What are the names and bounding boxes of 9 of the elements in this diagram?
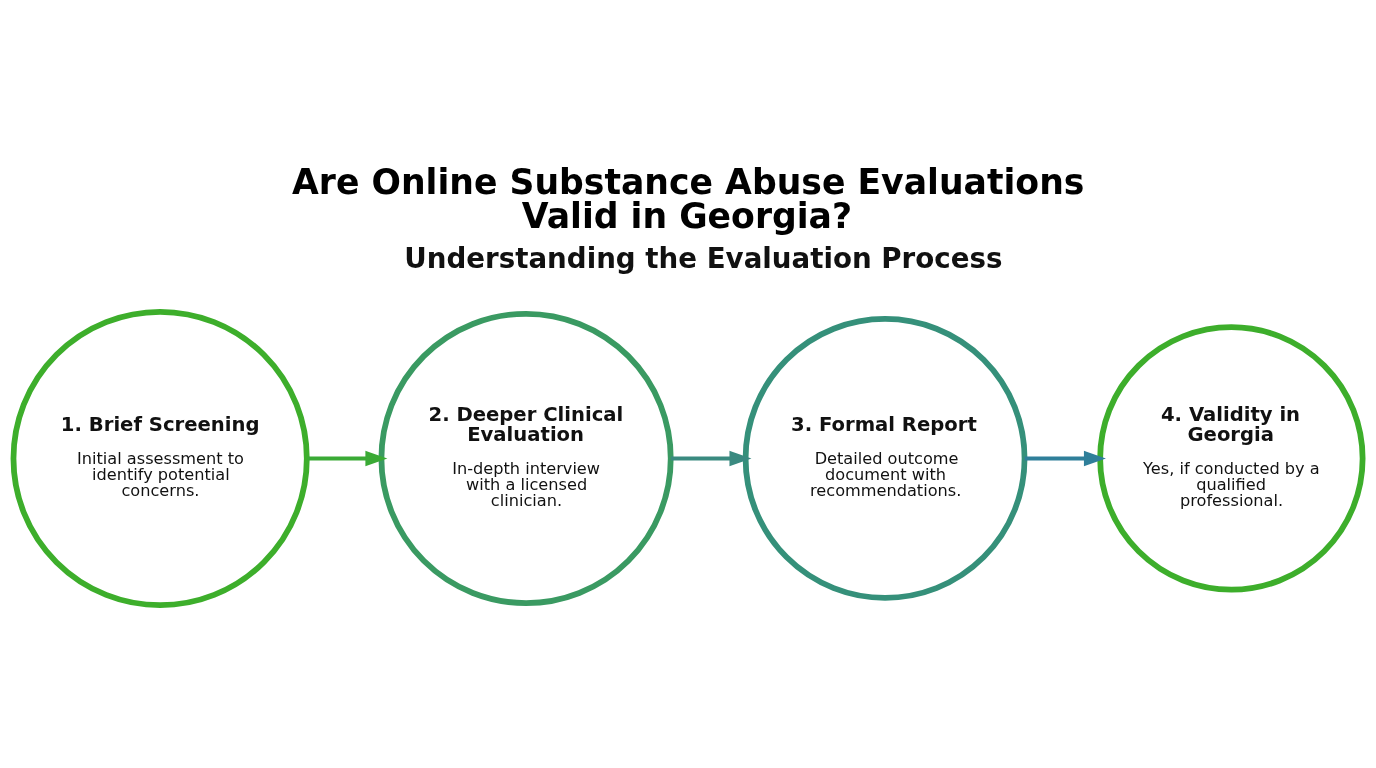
- arrow: [307, 450, 388, 467]
- arrow: [670, 450, 752, 467]
- diagram-title: Are Online Substance Abuse Evaluations Valid in Georgia?: [292, 161, 1085, 237]
- node-circle: 1. Brief Screening Initial assessment to identify potential concerns.: [10, 308, 310, 608]
- node-circle: 3. Formal Report Detailed outcome document with recommendations.: [742, 316, 1028, 601]
- node-circle: 4. Validity in Georgia Yes, if conducted by a qualified professional.: [1097, 324, 1366, 593]
- node-circle: 2. Deeper Clinical Evaluation In-depth interview with a licensed clinician.: [378, 310, 674, 606]
- arrow: [1024, 450, 1106, 467]
- label: Understanding the Evaluation Process: [404, 241, 1003, 275]
